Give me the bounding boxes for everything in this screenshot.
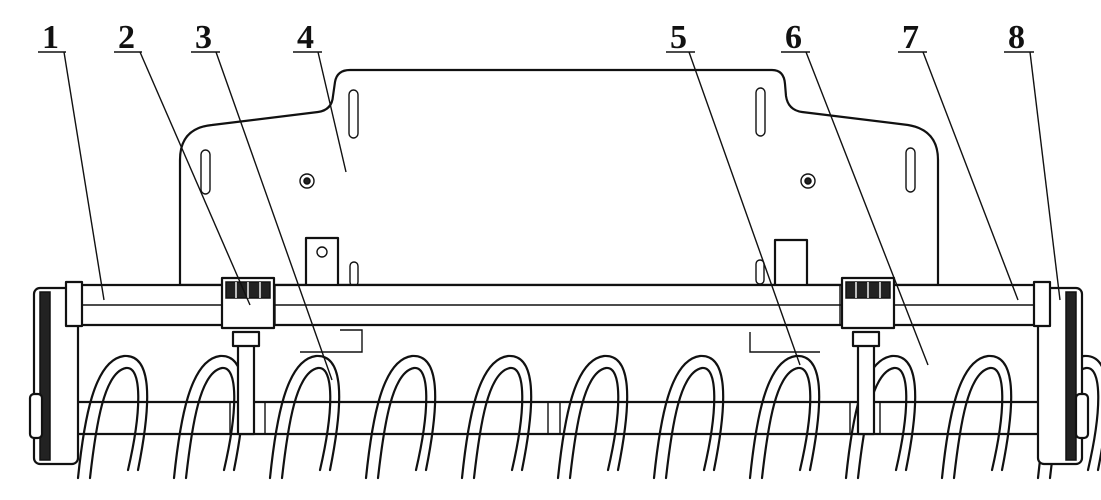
rod-nut <box>231 330 261 348</box>
clamp-left <box>220 276 276 330</box>
callout-2: 2 <box>114 19 251 306</box>
support-rod-left <box>236 340 256 436</box>
flight-turn <box>364 354 437 480</box>
callout-label: 8 <box>1008 19 1025 56</box>
plate-slot <box>755 87 766 137</box>
callout-1: 1 <box>38 19 105 301</box>
helical-flights <box>76 354 1101 480</box>
plate-slot <box>348 89 359 139</box>
main-beam <box>66 283 1045 327</box>
callout-4: 4 <box>293 19 347 173</box>
flight-turn <box>652 354 725 480</box>
mounting-plate <box>178 68 940 353</box>
flight-turn <box>76 354 149 480</box>
flight-turn <box>940 354 1013 480</box>
plate-bracket-left <box>304 236 340 290</box>
rod-nut <box>851 330 881 348</box>
end-assembly-left <box>28 280 84 466</box>
plate-slot <box>200 149 211 195</box>
callout-label: 3 <box>195 19 212 56</box>
flight-turn <box>556 354 629 480</box>
callout-label: 2 <box>118 19 135 56</box>
support-rods <box>231 330 881 436</box>
callout-label: 6 <box>785 19 802 56</box>
flight-turn <box>268 354 341 480</box>
support-rod-right <box>856 340 876 436</box>
callout-3: 3 <box>191 19 333 381</box>
flight-turn <box>748 354 821 480</box>
plate-bracket-right <box>773 238 809 290</box>
callout-label: 4 <box>297 19 314 56</box>
plate-slot <box>905 147 916 193</box>
flight-turn <box>460 354 533 480</box>
callout-6: 6 <box>781 19 929 366</box>
callout-label: 1 <box>42 19 59 56</box>
plate-bolt <box>299 173 315 189</box>
callout-8: 8 <box>1004 19 1061 301</box>
plate-bolt <box>800 173 816 189</box>
end-assembly-right <box>1032 280 1090 466</box>
callout-label: 7 <box>902 19 919 56</box>
callouts: 1 2 3 4 5 6 7 <box>38 19 1061 381</box>
callout-label: 5 <box>670 19 687 56</box>
callout-5: 5 <box>666 19 801 366</box>
clamp-right <box>840 276 896 330</box>
callout-7: 7 <box>898 19 1019 301</box>
